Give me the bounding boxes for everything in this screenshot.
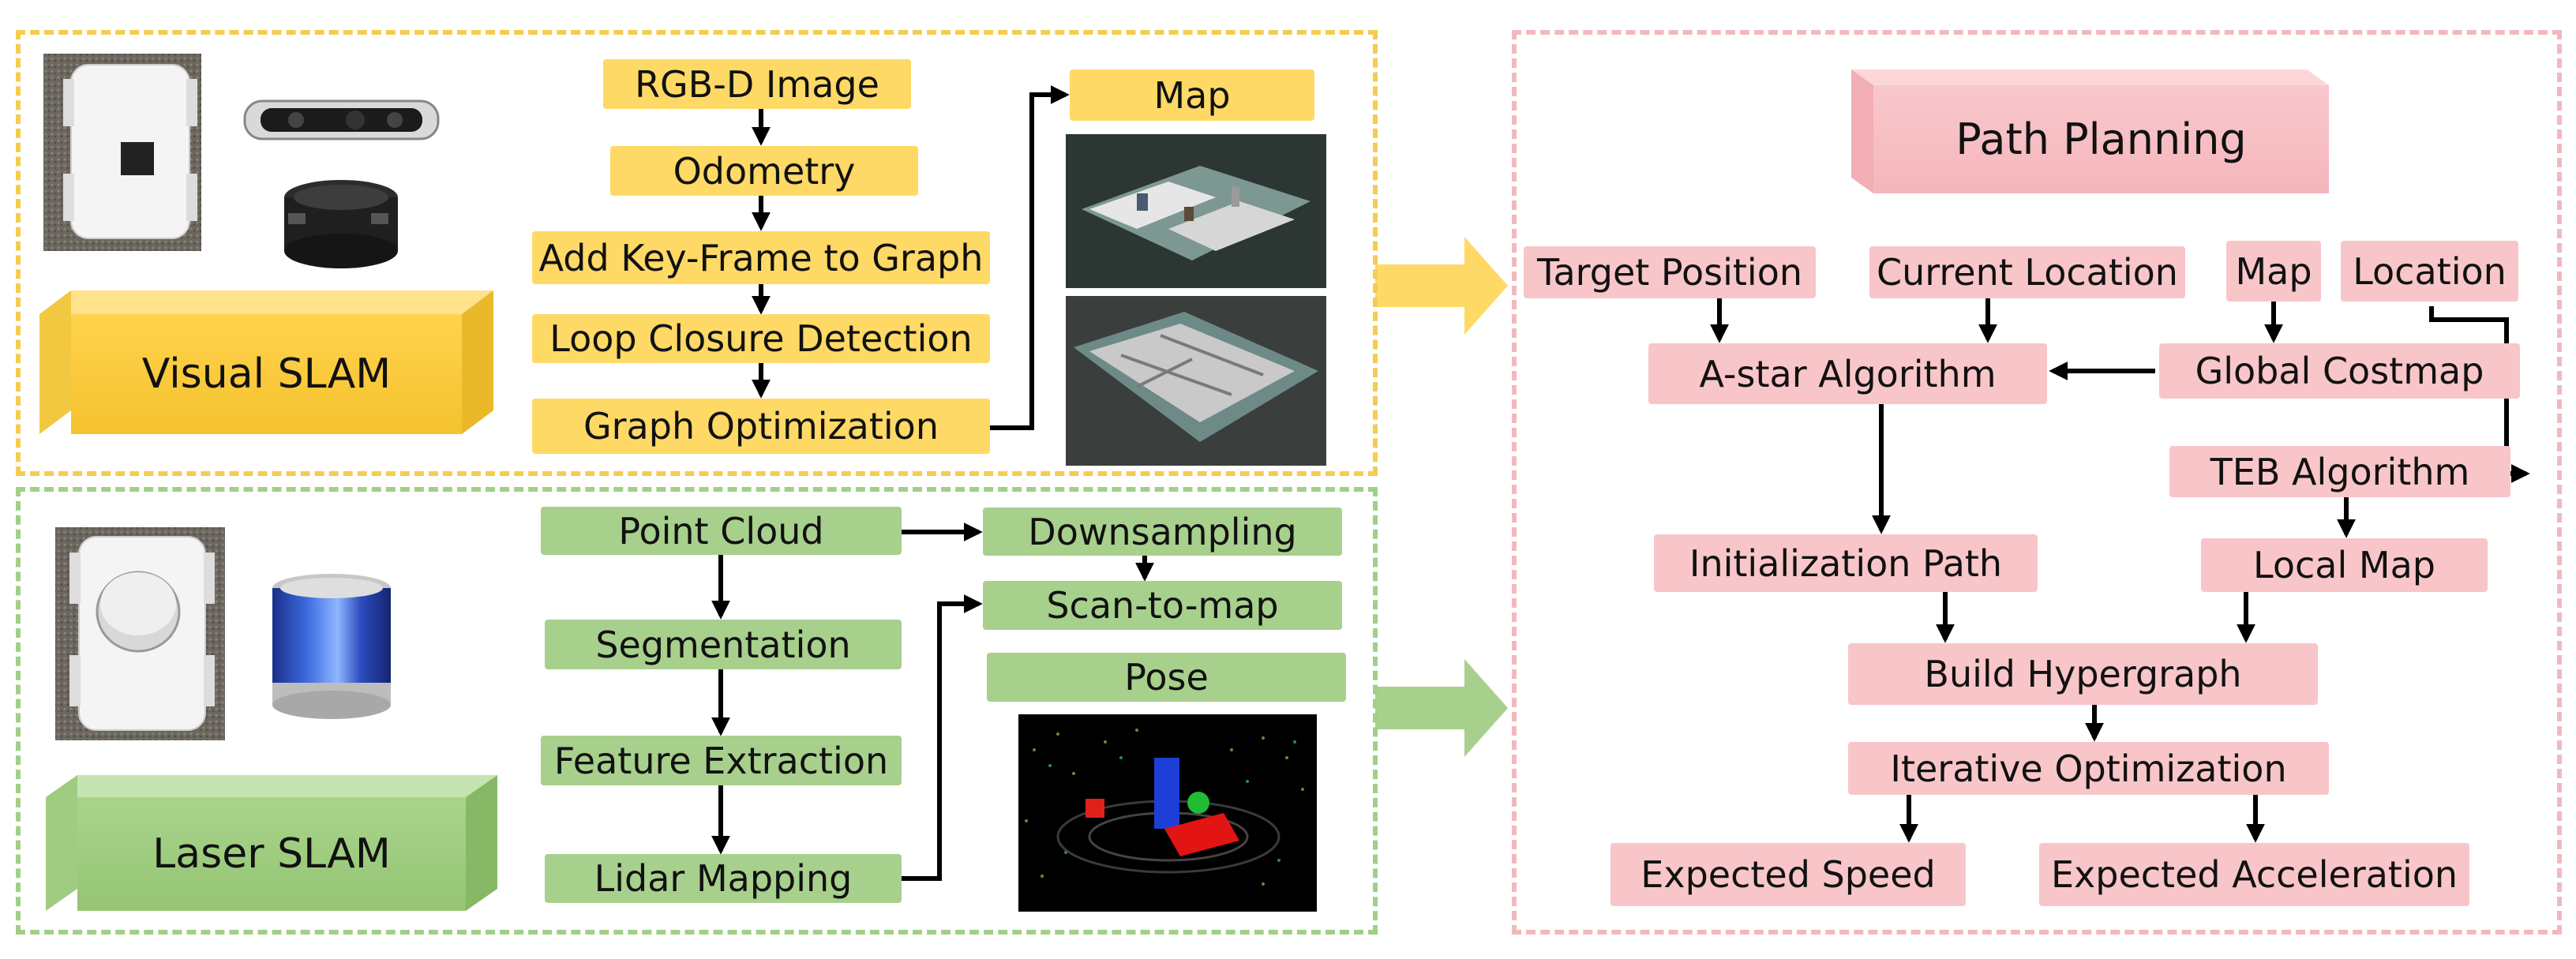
downsampling-step: Downsampling — [983, 508, 1342, 556]
path-planning-title: Path Planning — [1955, 114, 2247, 164]
lidar-mapping-step: Lidar Mapping — [545, 854, 902, 903]
laser-slam-panel — [16, 487, 1378, 935]
expected-speed-node: Expected Speed — [1610, 843, 1966, 906]
visual-lidar-image — [284, 180, 398, 268]
rgbd-image-step: RGB-D Image — [603, 59, 911, 109]
visual-slam-label: Visual SLAM — [141, 350, 392, 398]
teb-algorithm-node: TEB Algorithm — [2169, 446, 2510, 497]
map-label: Map — [1070, 69, 1314, 121]
point-cloud-step: Point Cloud — [541, 507, 902, 555]
location-input-node: Location — [2341, 241, 2518, 302]
global-costmap-node: Global Costmap — [2159, 343, 2520, 399]
a-star-node: A-star Algorithm — [1648, 343, 2047, 404]
feature-extraction-step: Feature Extraction — [541, 736, 902, 785]
laser-connectors — [711, 523, 1154, 881]
scan-to-map-step: Scan-to-map — [983, 581, 1342, 630]
path-planning-panel — [1512, 30, 2562, 935]
laser-slam-box — [46, 775, 497, 911]
green-flow-arrow — [1375, 659, 1508, 757]
visual-slam-box — [39, 290, 493, 434]
local-map-node: Local Map — [2201, 538, 2488, 592]
visual-map-image-top — [1066, 134, 1326, 288]
graph-optimization-step: Graph Optimization — [532, 399, 990, 454]
path-planning-box — [1851, 69, 2329, 193]
map-input-node: Map — [2226, 241, 2321, 302]
rgbd-camera-image — [243, 99, 440, 140]
add-key-frame-step: Add Key-Frame to Graph — [532, 231, 990, 284]
loop-closure-step: Loop Closure Detection — [532, 314, 990, 363]
visual-connectors — [752, 85, 1070, 430]
laser-slam-label: Laser SLAM — [152, 830, 391, 878]
laser-lidar-image — [272, 574, 391, 719]
iterative-optimization-node: Iterative Optimization — [1848, 742, 2329, 795]
planning-connectors — [1710, 298, 2530, 843]
yellow-flow-arrow — [1375, 237, 1508, 335]
point-cloud-image — [1018, 714, 1317, 912]
visual-slam-panel — [16, 30, 1378, 476]
initialization-path-node: Initialization Path — [1654, 534, 2038, 592]
visual-robot-image — [43, 54, 201, 251]
build-hypergraph-node: Build Hypergraph — [1848, 643, 2318, 705]
target-position-node: Target Position — [1524, 246, 1816, 298]
segmentation-step: Segmentation — [545, 620, 902, 669]
laser-robot-image — [55, 527, 225, 740]
odometry-step: Odometry — [610, 146, 918, 196]
pose-step: Pose — [987, 653, 1346, 702]
expected-acceleration-node: Expected Acceleration — [2039, 843, 2469, 906]
current-location-node: Current Location — [1869, 246, 2185, 298]
visual-map-image-bottom — [1066, 296, 1326, 466]
